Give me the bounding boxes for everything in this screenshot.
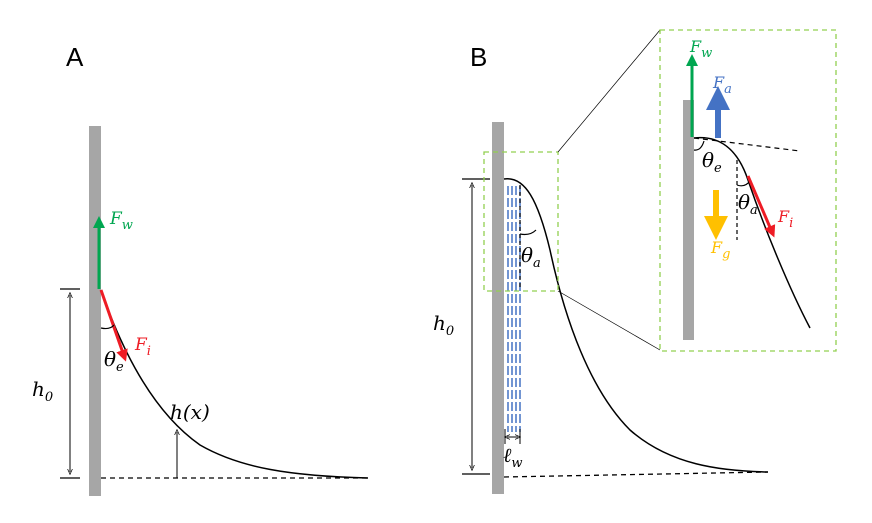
inset-angle-arc-e — [693, 140, 705, 151]
inset: Fw Fa θe θa Fg Fi — [659, 29, 837, 352]
force-wall-label-a: Fw — [109, 209, 133, 233]
inset-wall — [683, 100, 694, 340]
inset-force-adhesion-label: Fa — [712, 73, 732, 97]
inset-force-interface-label: Fi — [777, 207, 793, 231]
meniscus-a — [100, 289, 369, 479]
inset-meniscus — [693, 136, 811, 329]
inset-angle-a-label: θa — [738, 190, 758, 218]
panel-a: A h0 Fw Fi θe h(x) — [32, 42, 369, 496]
angle-arc-a — [100, 324, 115, 330]
inset-force-gravity-label: Fg — [710, 238, 730, 262]
angle-arc-b — [519, 229, 537, 236]
width-label-b: ℓw — [503, 443, 522, 471]
zoom-connector-top — [557, 29, 661, 153]
panel-a-label: A — [66, 42, 84, 72]
h0-label-b: h0 — [433, 311, 454, 339]
panel-b: B θa h0 ℓw — [433, 29, 837, 494]
wall-a — [89, 126, 101, 496]
force-interface-label-a: Fi — [134, 335, 151, 359]
inset-force-interface-arrow — [746, 175, 776, 238]
inset-angle-e-label: θe — [702, 148, 722, 176]
zoom-connector-bottom — [557, 290, 661, 351]
panel-b-label: B — [470, 42, 487, 72]
baseline-b — [503, 471, 769, 478]
angle-label-a: θe — [104, 347, 124, 375]
h0-label-a: h0 — [32, 377, 53, 405]
force-interface-arrow-a — [99, 289, 128, 362]
profile-label-a: h(x) — [170, 400, 210, 424]
meniscus-b — [503, 178, 769, 473]
inset-force-wall-label: Fw — [689, 37, 712, 61]
zoom-source-box — [483, 151, 559, 292]
film-lines-b — [507, 186, 521, 432]
angle-label-b: θa — [521, 243, 541, 271]
wall-b — [492, 122, 504, 494]
